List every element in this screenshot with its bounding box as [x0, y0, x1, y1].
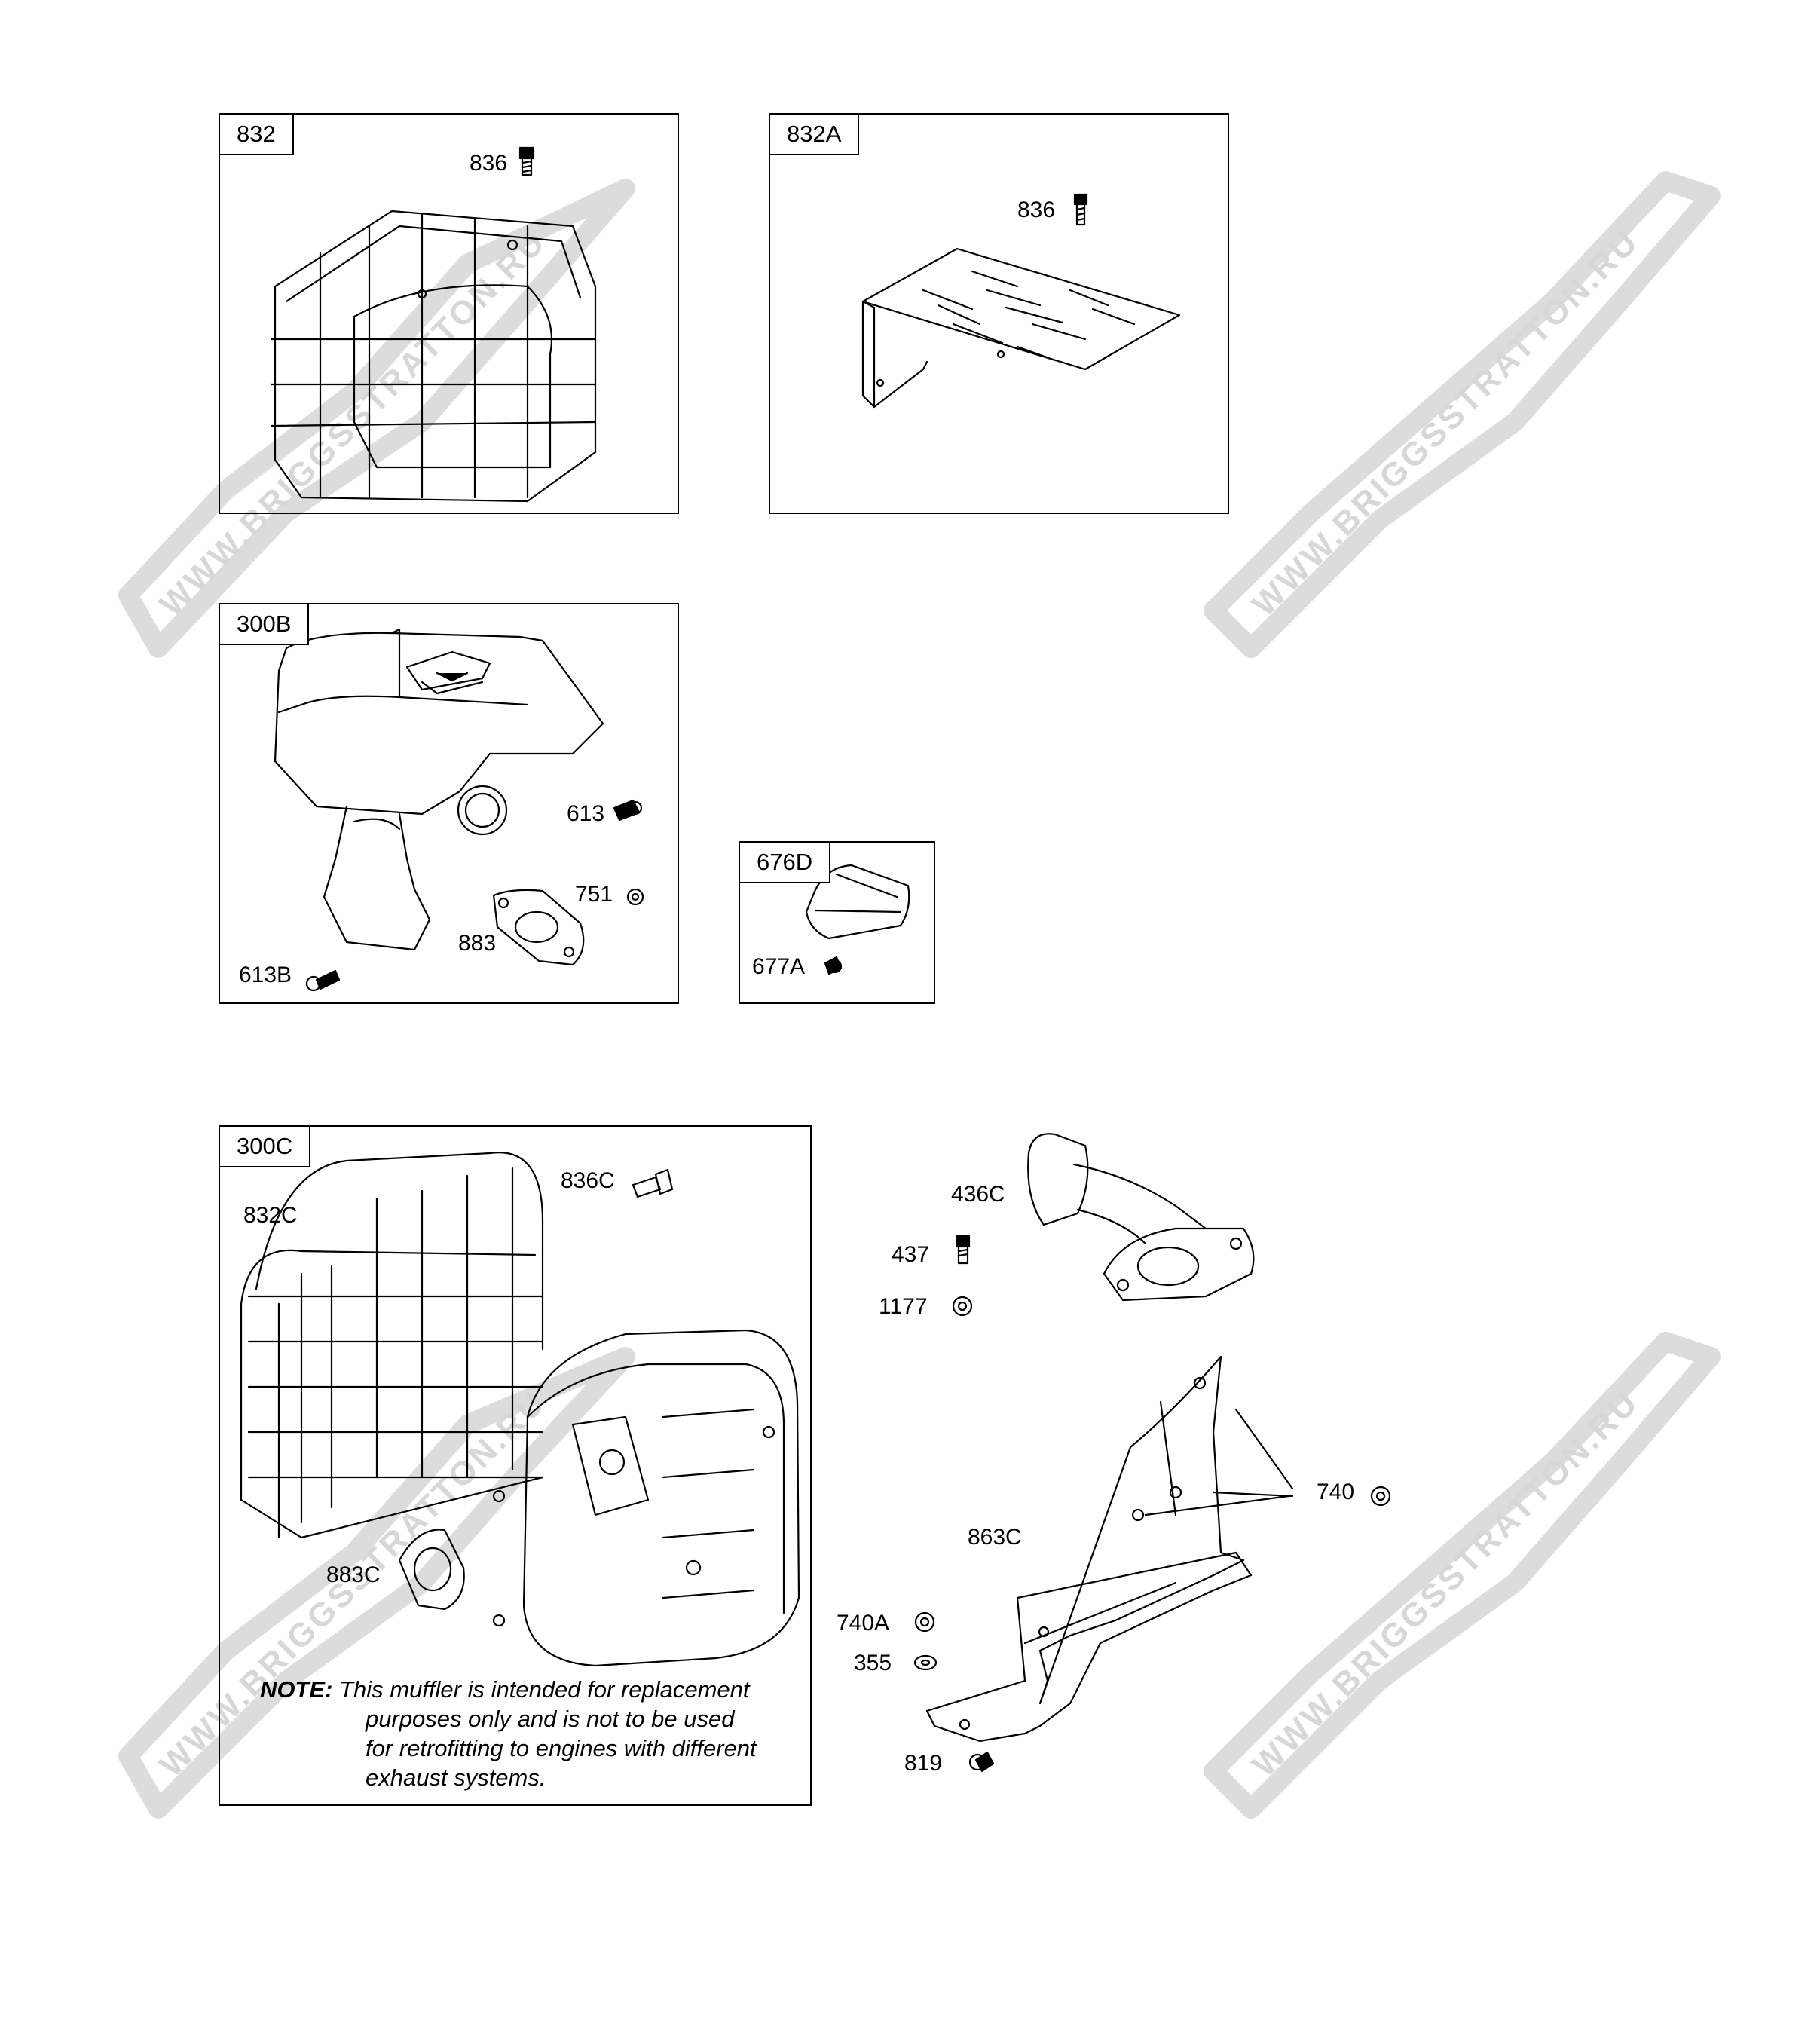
- screw-677a-icon: [824, 956, 843, 975]
- part-label: 836C: [561, 1168, 615, 1193]
- panel-300b: 300B: [219, 603, 679, 1004]
- panel-label: 832: [220, 115, 294, 155]
- part-label: 437: [892, 1242, 930, 1267]
- note-prefix: NOTE:: [260, 1676, 333, 1703]
- note-line: exhaust systems.: [366, 1764, 546, 1791]
- replacement-note: NOTE: This muffler is intended for repla…: [260, 1675, 803, 1792]
- part-label: 832C: [243, 1203, 298, 1228]
- nut-1177-icon: [952, 1296, 973, 1317]
- note-line: purposes only and is not to be used: [366, 1706, 735, 1732]
- part-label: 863C: [968, 1525, 1022, 1550]
- panel-label: 832A: [770, 115, 860, 155]
- watermark-logo: [118, 171, 1721, 1819]
- bolt-836-icon: [1073, 193, 1088, 226]
- part-label: 819: [904, 1751, 943, 1776]
- note-line: for retrofitting to engines with differe…: [366, 1735, 757, 1761]
- part-label: 677A: [752, 954, 806, 979]
- panel-676d: 676D: [739, 841, 935, 1004]
- exhaust-elbow-436c-illustration: [1027, 1133, 1255, 1302]
- part-label: 1177: [879, 1294, 928, 1319]
- muffler-300b-illustration: [274, 628, 604, 951]
- part-label: 883C: [326, 1562, 381, 1587]
- part-label: 883: [458, 931, 497, 956]
- bolt-613b-icon: [305, 969, 341, 992]
- washer-751-icon: [626, 888, 644, 906]
- part-label: 836: [470, 151, 508, 176]
- bracket-863c-illustration: [925, 1355, 1294, 1743]
- panel-832a: 832A: [769, 113, 1229, 514]
- gasket-883-illustration: [492, 889, 585, 966]
- muffler-300c-illustration: [492, 1329, 800, 1667]
- bolt-437-icon: [956, 1235, 971, 1265]
- bolt-836c-icon: [632, 1168, 674, 1198]
- note-line: This muffler is intended for replacement: [339, 1676, 750, 1703]
- part-label: 355: [854, 1651, 892, 1675]
- muffler-guard-832c-illustration: [240, 1152, 544, 1539]
- bolt-613-icon: [613, 799, 643, 822]
- part-label: 613: [567, 801, 605, 826]
- nut-740a-icon: [914, 1611, 935, 1633]
- part-label: 613B: [239, 962, 292, 987]
- panel-300c: 300C: [219, 1125, 812, 1806]
- panel-label: 300B: [220, 604, 310, 645]
- panel-label: 300C: [220, 1127, 311, 1167]
- nut-740-icon: [1370, 1486, 1391, 1507]
- part-label: 436C: [951, 1182, 1005, 1207]
- panel-label: 676D: [740, 843, 831, 883]
- part-label: 740A: [837, 1611, 890, 1636]
- panel-832: 832: [219, 113, 679, 514]
- part-label: 751: [575, 882, 613, 907]
- washer-355-icon: [913, 1654, 938, 1671]
- part-label: 740: [1317, 1480, 1355, 1504]
- heat-shield-illustration: [861, 247, 1181, 409]
- gasket-883c-illustration: [398, 1529, 465, 1611]
- bolt-836-icon: [518, 146, 535, 176]
- wire-cage-illustration: [270, 210, 597, 503]
- part-label: 836: [1017, 197, 1056, 222]
- bolt-819-icon: [968, 1751, 995, 1773]
